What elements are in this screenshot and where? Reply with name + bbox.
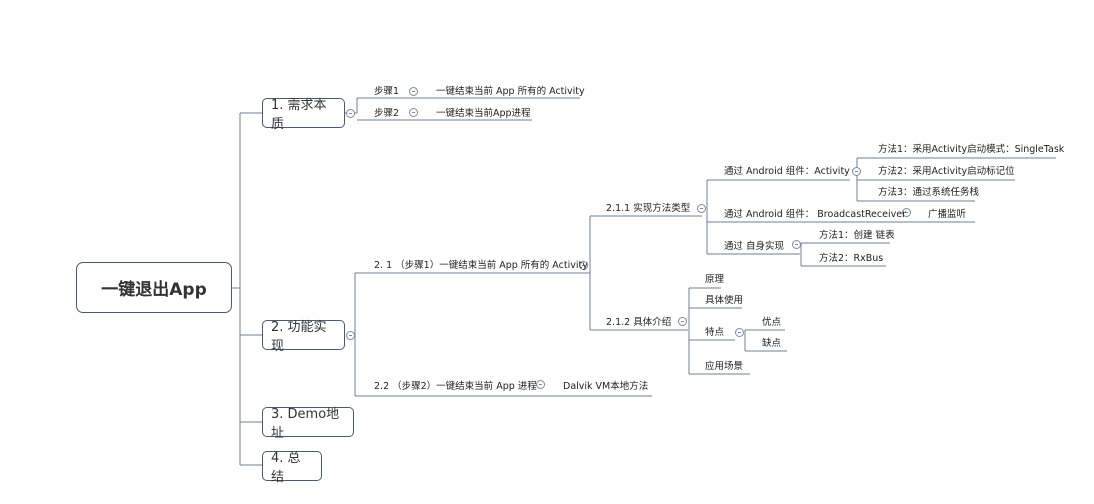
node-broadcast-listen[interactable]: 广播监听 (928, 209, 967, 220)
collapse-icon[interactable] (678, 317, 687, 326)
collapse-icon[interactable] (735, 328, 744, 337)
connector (706, 179, 975, 255)
connector (354, 272, 652, 397)
node-via-activity[interactable]: 通过 Android 组件：Activity (724, 166, 850, 177)
connector (744, 329, 787, 352)
node-method3[interactable]: 方法3：通过系统任务栈 (878, 187, 980, 198)
node-features[interactable]: 特点 (705, 327, 725, 338)
branch-implementation[interactable]: 2. 功能实现 (262, 320, 345, 354)
branch-summary[interactable]: 4. 总结 (262, 451, 322, 485)
collapse-icon[interactable] (852, 167, 861, 176)
node-2-1[interactable]: 2. 1 （步骤1）一键结束当前 App 所有的 Activity (374, 260, 588, 271)
node-2-2[interactable]: 2.2 （步骤2）一键结束当前 App 进程 (374, 381, 537, 392)
node-method2[interactable]: 方法2：采用Activity启动标记位 (878, 166, 1015, 177)
collapse-icon[interactable] (409, 87, 418, 96)
node-step1-label[interactable]: 步骤1 (374, 86, 400, 97)
connector (232, 112, 262, 466)
node-scenarios[interactable]: 应用场景 (705, 361, 744, 372)
branch-demo-address[interactable]: 3. Demo地址 (262, 407, 354, 441)
node-2-1-1[interactable]: 2.1.1 实现方法类型 (606, 203, 691, 214)
node-self-method2[interactable]: 方法2：RxBus (819, 253, 884, 264)
node-self-method1[interactable]: 方法1：创建 链表 (819, 230, 895, 241)
collapse-icon[interactable] (902, 208, 911, 217)
node-2-1-2[interactable]: 2.1.2 具体介绍 (606, 317, 672, 328)
node-method1[interactable]: 方法1：采用Activity启动模式：SingleTask (878, 144, 1065, 155)
node-via-broadcast[interactable]: 通过 Android 组件： BroadcastReceiver (724, 209, 906, 220)
branch-need[interactable]: 1. 需求本质 (262, 98, 345, 132)
collapse-icon[interactable] (409, 108, 418, 117)
collapse-icon[interactable] (792, 240, 801, 249)
node-via-self[interactable]: 通过 自身实现 (724, 241, 785, 252)
node-principle[interactable]: 原理 (705, 274, 725, 285)
root-node[interactable]: 一键退出App (76, 262, 232, 313)
collapse-icon[interactable] (697, 204, 706, 213)
node-pros[interactable]: 优点 (762, 317, 782, 328)
collapse-icon[interactable] (346, 109, 355, 118)
connector (688, 287, 750, 375)
node-usage[interactable]: 具体使用 (705, 295, 744, 306)
node-step2-text[interactable]: 一键结束当前App进程 (436, 108, 531, 119)
collapse-icon[interactable] (346, 331, 355, 340)
node-dalvik[interactable]: Dalvik VM本地方法 (563, 381, 649, 392)
collapse-icon[interactable] (536, 380, 545, 389)
node-step2-label[interactable]: 步骤2 (374, 108, 400, 119)
node-step1-text[interactable]: 一键结束当前 App 所有的 Activity (436, 86, 585, 97)
connector (589, 215, 702, 331)
collapse-icon[interactable] (579, 261, 588, 270)
connector (800, 242, 890, 267)
node-cons[interactable]: 缺点 (762, 338, 782, 349)
